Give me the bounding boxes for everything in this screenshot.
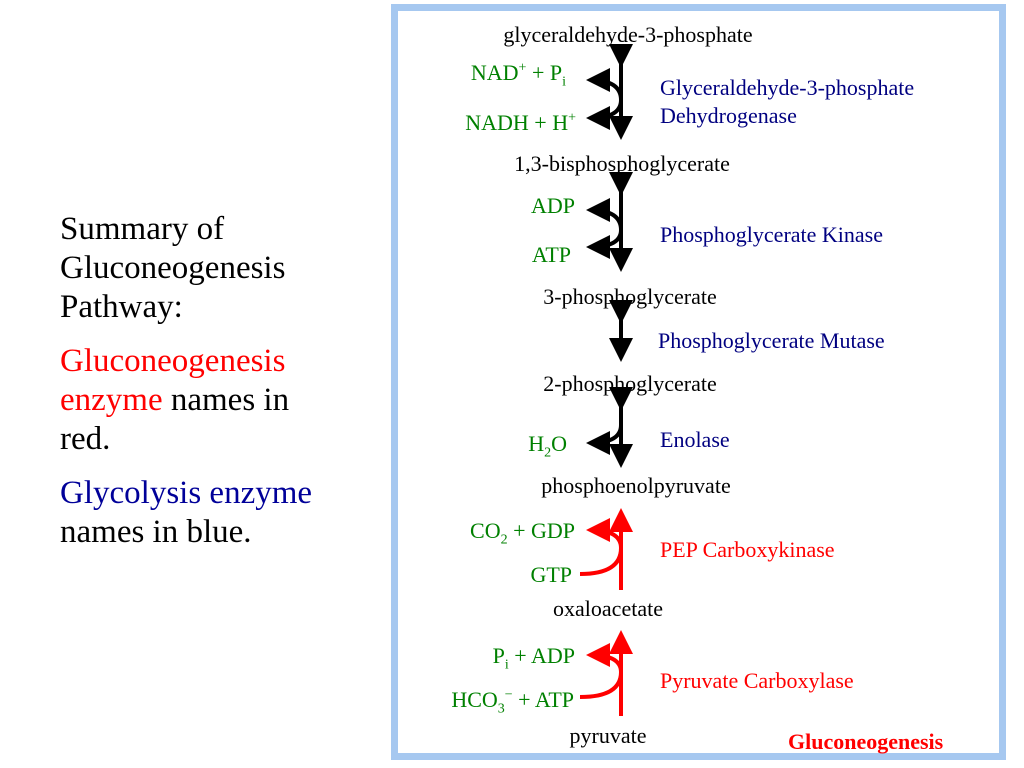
arrow-step-pc — [579, 630, 633, 716]
cofactor-h2o-o: O — [551, 431, 567, 456]
enzyme-gapdh: Glyceraldehyde-3-phosphate Dehydrogenase — [660, 74, 914, 130]
pathway-label-gluconeogenesis: Gluconeogenesis — [788, 729, 944, 754]
red-note-gluconeogenesis: Gluconeogenesis — [60, 343, 286, 379]
enzyme-pep-carboxykinase: PEP Carboxykinase — [660, 537, 835, 562]
red-note-red: red. — [60, 421, 111, 457]
cofactor-nadh-h: NADH + H+ — [465, 110, 576, 136]
metabolite-1-3-bisphosphoglycerate: 1,3-bisphosphoglycerate — [514, 151, 730, 176]
cofactor-hco3-charge: − — [504, 687, 513, 703]
cofactor-gtp: GTP — [530, 562, 572, 587]
cofactor-pi-subscript: i — [562, 74, 566, 90]
arrow-step-enolase — [586, 387, 633, 468]
enzyme-pyruvate-carboxylase: Pyruvate Carboxylase — [660, 668, 854, 693]
metabolite-pyruvate: pyruvate — [569, 723, 647, 748]
red-note-names-in: names in — [162, 382, 290, 418]
cofactor-nad-text: NAD — [470, 60, 519, 85]
enzyme-gapdh-line-1: Glyceraldehyde-3-phosphate — [660, 75, 915, 100]
summary-red-note: Gluconeogenesis enzyme names in red. — [60, 342, 380, 459]
summary-title: Summary of Gluconeogenesis Pathway: — [60, 210, 380, 327]
arrow-step-pepck — [579, 508, 633, 590]
cofactor-h2o: H2O — [528, 431, 567, 461]
cofactor-h2o-h: H — [528, 431, 545, 456]
cofactor-h2o-subscript: 2 — [544, 445, 552, 461]
cofactor-nadh-text: NADH + H — [465, 110, 569, 135]
cofactor-h-charge: + — [568, 110, 576, 126]
cofactor-nad-plus-p: + P — [526, 60, 563, 85]
cofactor-hco3-text: HCO — [451, 687, 498, 712]
cofactor-co2-subscript: 2 — [500, 532, 508, 548]
cofactor-pi-adp-subscript: i — [504, 657, 509, 673]
cofactor-co2-gdp: CO2 + GDP — [470, 518, 575, 548]
pathway-panel — [391, 4, 1006, 760]
cofactor-hco3-atp-rest: + ATP — [512, 687, 574, 712]
cofactor-nad-pi: NAD+ + Pi — [470, 60, 566, 90]
metabolite-glyceraldehyde-3-phosphate: glyceraldehyde-3-phosphate — [503, 22, 753, 47]
red-note-enzyme: enzyme — [60, 382, 163, 418]
cofactor-co2-c: CO — [470, 518, 501, 543]
summary-text: Summary of Gluconeogenesis Pathway: Gluc… — [60, 210, 380, 567]
cofactor-hco3-atp: HCO3− + ATP — [451, 687, 574, 717]
enzyme-phosphoglycerate-mutase: Phosphoglycerate Mutase — [658, 328, 885, 353]
cofactor-pi-adp-rest: + ADP — [508, 643, 575, 668]
summary-title-line-3: Pathway: — [60, 289, 183, 325]
cofactor-pi-adp: Pi + ADP — [492, 643, 575, 673]
summary-title-line-1: Summary of — [60, 211, 225, 247]
metabolite-2-phosphoglycerate: 2-phosphoglycerate — [543, 371, 717, 396]
blue-note-names-in-blue: names in blue. — [60, 514, 252, 550]
metabolite-oxaloacetate: oxaloacetate — [553, 596, 663, 621]
cofactor-nad-charge: + — [518, 60, 527, 76]
arrow-step-pgk — [586, 172, 633, 272]
summary-blue-note: Glycolysis enzyme names in blue. — [60, 474, 380, 552]
enzyme-phosphoglycerate-kinase: Phosphoglycerate Kinase — [660, 222, 883, 247]
enzyme-enolase: Enolase — [660, 427, 730, 452]
cofactor-pi-p: P — [492, 643, 505, 668]
cofactor-atp: ATP — [531, 242, 571, 267]
cofactor-co2-gdp-rest: + GDP — [507, 518, 575, 543]
metabolite-3-phosphoglycerate: 3-phosphoglycerate — [543, 284, 717, 309]
cofactor-adp: ADP — [530, 193, 575, 218]
arrow-step-gapdh — [586, 44, 633, 140]
enzyme-gapdh-line-2: Dehydrogenase — [660, 103, 797, 128]
summary-title-line-2: Gluconeogenesis — [60, 250, 286, 286]
cofactor-hco3-subscript: 3 — [497, 701, 505, 717]
metabolite-phosphoenolpyruvate: phosphoenolpyruvate — [541, 473, 731, 498]
blue-note-glycolysis-enzyme: Glycolysis enzyme — [60, 475, 313, 511]
